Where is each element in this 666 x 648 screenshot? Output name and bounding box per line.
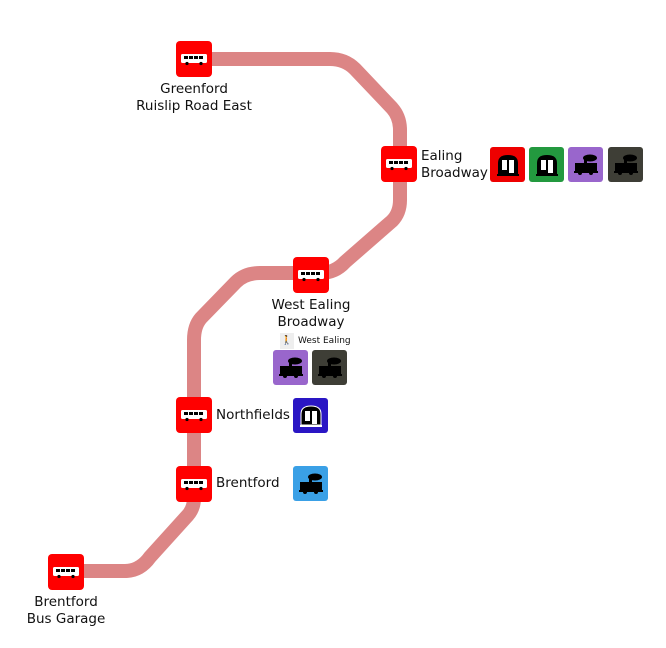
- underground-train-icon: [299, 404, 322, 427]
- stop-label: Brentford Bus Garage: [26, 594, 106, 627]
- stop-brentford[interactable]: [176, 466, 212, 502]
- interchange-national-rail[interactable]: [608, 147, 643, 182]
- stop-greenford-ruislip-road-east[interactable]: [176, 41, 212, 77]
- interchange-elizabeth-line[interactable]: [568, 147, 603, 182]
- interchange-central-line[interactable]: [490, 147, 525, 182]
- stop-west-ealing-broadway[interactable]: [293, 257, 329, 293]
- steam-train-icon: [298, 473, 323, 494]
- interchange-piccadilly-line[interactable]: [293, 398, 328, 433]
- bus-icon: [181, 410, 207, 422]
- stop-label: Northfields: [216, 407, 290, 423]
- bus-icon: [298, 270, 324, 282]
- bus-icon: [53, 567, 79, 579]
- underground-train-icon: [496, 154, 519, 176]
- steam-train-icon: [278, 357, 303, 378]
- walk-interchange: 🚶 West Ealing: [280, 333, 351, 349]
- interchange-district-line[interactable]: [529, 147, 564, 182]
- interchange-elizabeth-line[interactable]: [273, 350, 308, 385]
- bus-icon: [181, 54, 207, 66]
- walking-person-icon: 🚶: [280, 333, 294, 349]
- interchange-national-rail[interactable]: [312, 350, 347, 385]
- interchange-national-rail[interactable]: [293, 466, 328, 501]
- steam-train-icon: [317, 357, 342, 378]
- steam-train-icon: [573, 154, 598, 175]
- stop-ealing-broadway[interactable]: [381, 146, 417, 182]
- stop-label: Greenford Ruislip Road East: [136, 81, 252, 114]
- stop-label: West Ealing Broadway: [271, 297, 351, 330]
- bus-icon: [181, 479, 207, 491]
- stop-label: Ealing Broadway: [421, 148, 488, 181]
- stop-northfields[interactable]: [176, 397, 212, 433]
- bus-icon: [386, 159, 412, 171]
- underground-train-icon: [535, 154, 558, 176]
- steam-train-icon: [613, 154, 638, 175]
- route-line: [66, 52, 407, 578]
- stop-label: Brentford: [216, 475, 280, 491]
- stop-brentford-bus-garage[interactable]: [48, 554, 84, 590]
